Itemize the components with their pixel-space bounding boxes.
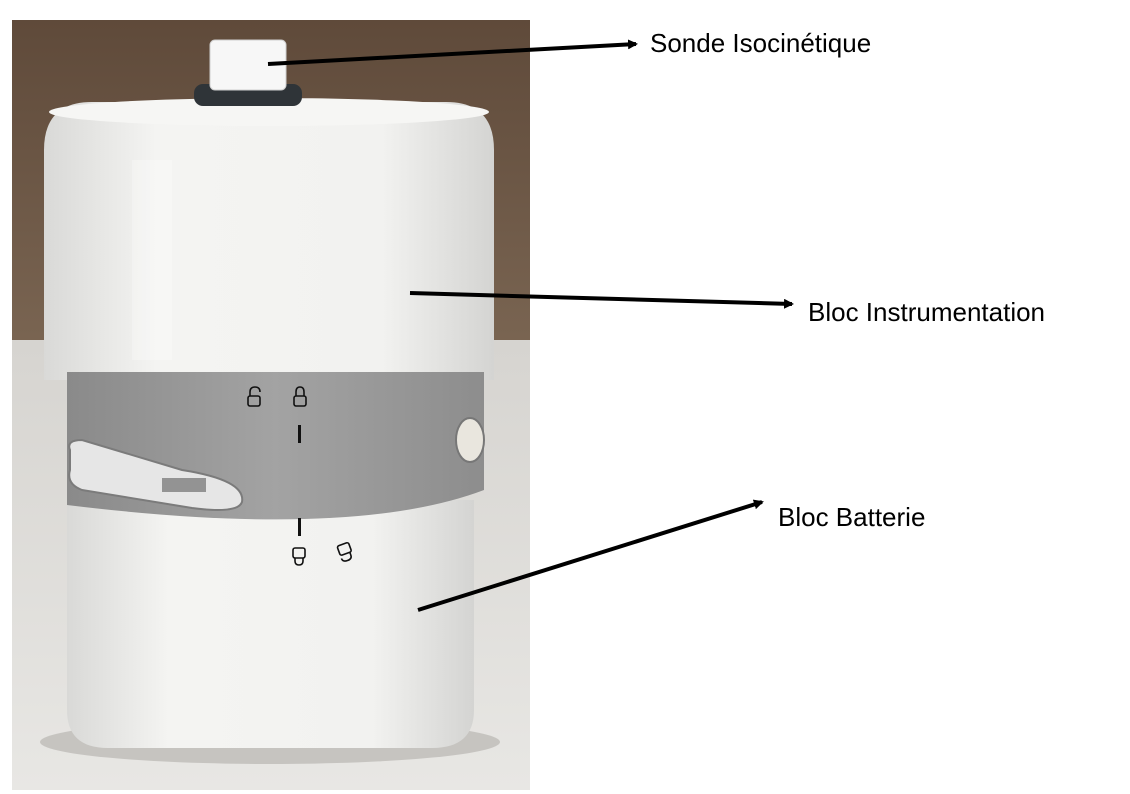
lock-closed-icon [336,541,352,562]
window-slot [68,438,244,511]
label-battery-block: Bloc Batterie [778,502,926,532]
alignment-mark-bottom [298,518,301,536]
alignment-mark-top [298,425,301,443]
label-isokinetic-probe: Sonde Isocinétique [650,28,872,58]
device-photo [12,20,530,790]
label-instrumentation-block: Bloc Instrumentation [808,297,1046,327]
window-label-detail [162,478,206,492]
body-highlight [132,160,172,360]
top-lid [49,98,489,126]
instrumentation-block [44,102,494,380]
lock-closed-icon [293,386,307,407]
lock-open-icon [292,547,306,566]
side-button [455,417,485,463]
lock-open-icon [247,386,261,407]
isokinetic-probe [209,39,287,91]
battery-block [67,500,474,748]
